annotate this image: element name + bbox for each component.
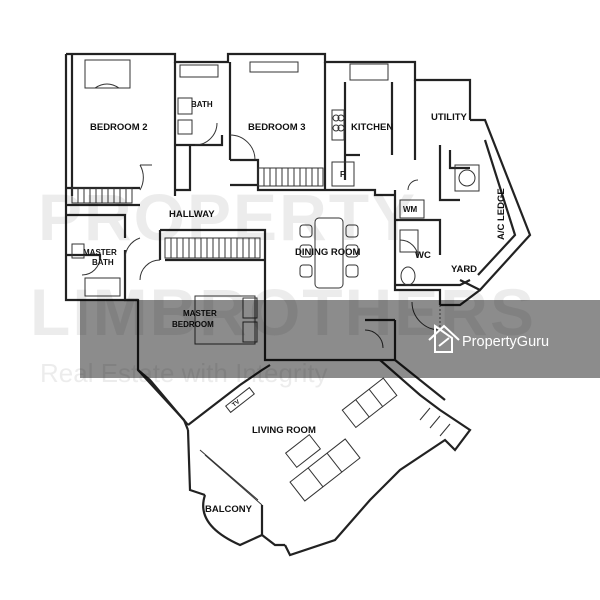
label-wc: WC: [415, 250, 431, 261]
label-master-bedroom-1: MASTER: [183, 309, 217, 318]
brand-name: PropertyGuru: [462, 334, 549, 350]
label-bedroom3: BEDROOM 3: [248, 122, 306, 133]
walls: [64, 52, 532, 557]
label-balcony: BALCONY: [205, 504, 253, 515]
label-dining-room: DINING ROOM: [295, 247, 361, 258]
brand-band: PropertyGuru: [80, 300, 600, 378]
watermark: PROPERTY LIMBROTHERS Real Estate with In…: [30, 180, 534, 388]
label-hallway: HALLWAY: [169, 209, 215, 220]
label-yard: YARD: [451, 264, 477, 275]
label-tv: TV: [232, 399, 242, 408]
label-bedroom2: BEDROOM 2: [90, 122, 148, 133]
label-master-bath-1: MASTER: [83, 248, 117, 257]
watermark-line3: Real Estate with Integrity: [40, 358, 328, 388]
fixture-labels: WM F TV: [232, 170, 418, 409]
room-labels: BEDROOM 2 BATH BEDROOM 3 KITCHEN UTILITY…: [83, 100, 507, 515]
watermark-line1: PROPERTY: [38, 180, 417, 254]
label-utility: UTILITY: [431, 112, 468, 123]
label-master-bath-2: BATH: [92, 258, 114, 267]
wardrobes: [71, 167, 324, 259]
label-kitchen: KITCHEN: [351, 122, 393, 133]
label-living-room: LIVING ROOM: [252, 425, 316, 436]
label-bath: BATH: [191, 100, 213, 109]
propertyguru-logo-icon: [428, 324, 460, 353]
label-washing-machine: WM: [403, 205, 418, 214]
doors: [81, 122, 441, 349]
furniture: [71, 59, 480, 502]
label-fridge: F: [340, 170, 345, 179]
label-master-bedroom-2: BEDROOM: [172, 320, 214, 329]
label-ac-ledge: A/C LEDGE: [496, 188, 507, 240]
